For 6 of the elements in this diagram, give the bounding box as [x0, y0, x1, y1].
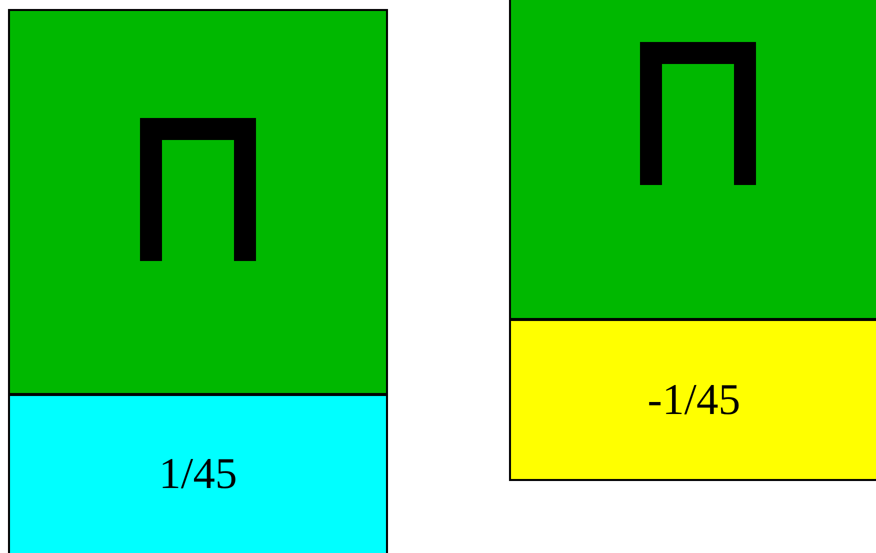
value-panel	[509, 319, 876, 481]
fraction-value: 1/45	[158, 452, 238, 496]
fraction-value: -1/45	[648, 378, 740, 422]
symbol-panel	[509, 0, 876, 320]
value-panel	[8, 394, 388, 553]
symbol-panel	[8, 9, 388, 395]
